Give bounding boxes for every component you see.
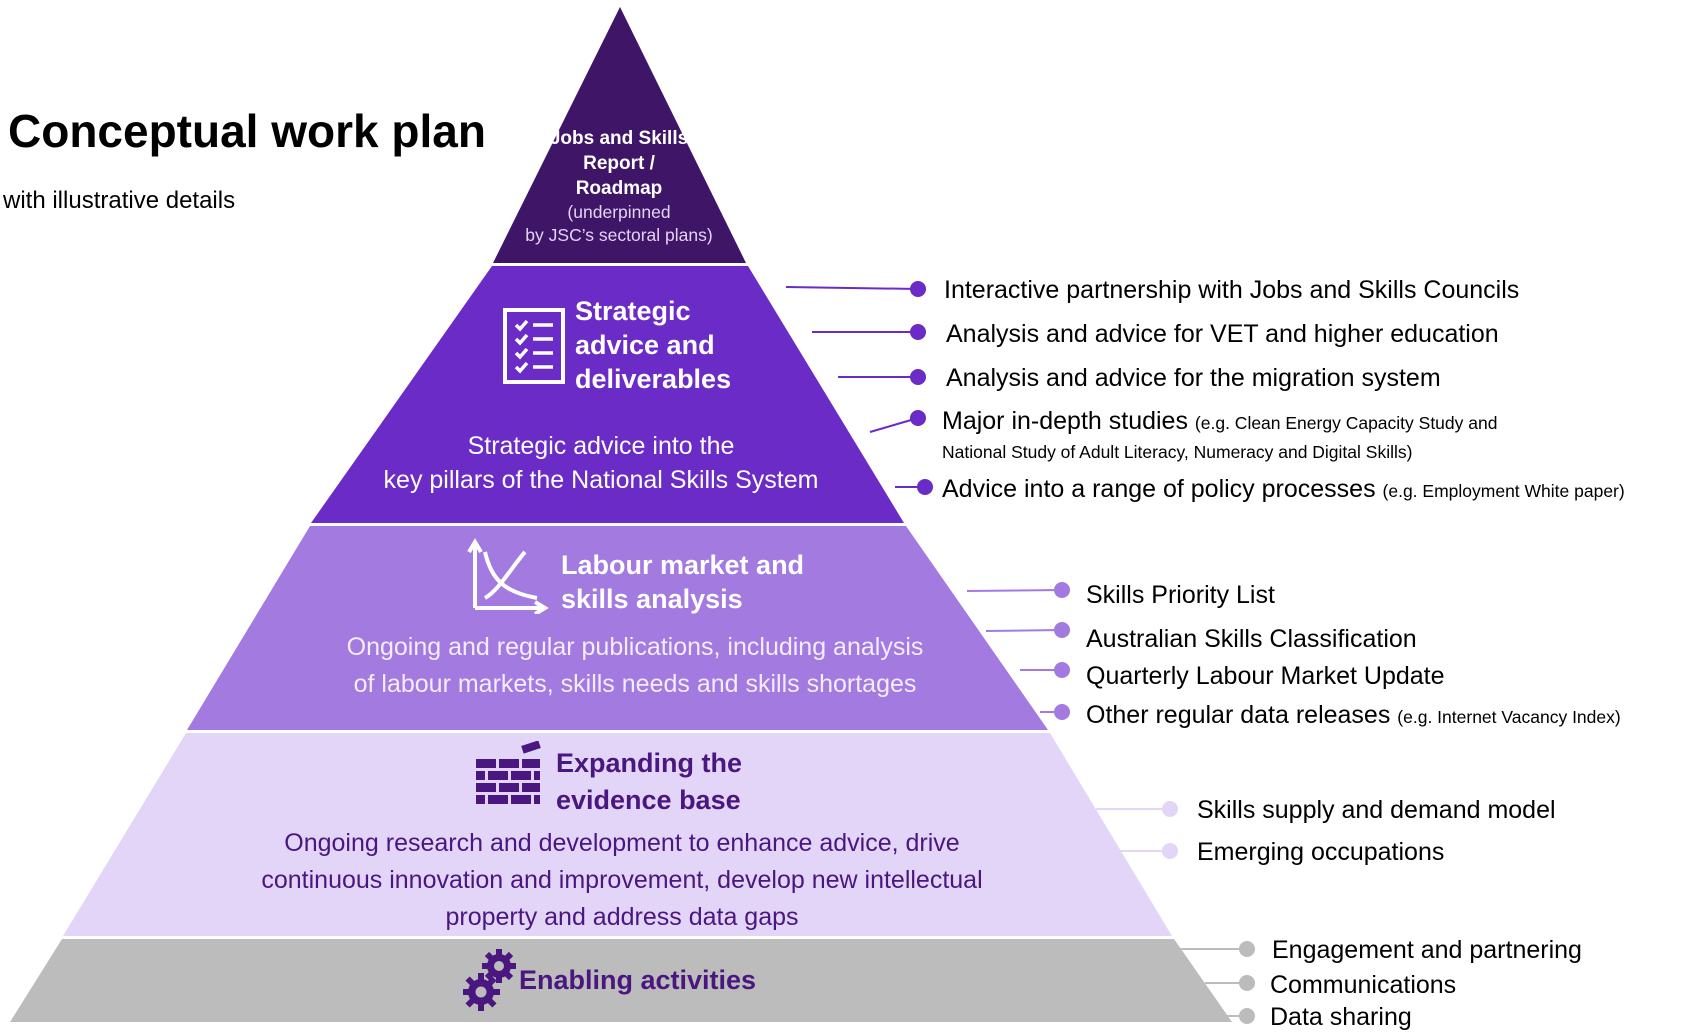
gears-icon [463,949,516,1011]
tier-evidence-heading-line: evidence base [556,785,741,815]
enabling-item-text: Communications [1270,971,1457,999]
tier-labour-body-line: Ongoing and regular publications, includ… [346,633,924,661]
tier-top-heading-line: Roadmap [575,178,663,199]
strategic-item: Analysis and advice for the migration sy… [946,363,1441,393]
evidence-item: Skills supply and demand model [1197,795,1556,825]
tier-strategic-heading-line: advice and [575,330,715,360]
labour-item: Australian Skills Classification [1086,624,1417,654]
tier-labour-body: Ongoing and regular publications, includ… [347,629,924,703]
evidence-item-text: Skills supply and demand model [1197,796,1556,824]
labour-item-text: Australian Skills Classification [1086,625,1417,653]
labour-item: Skills Priority List [1086,580,1275,610]
enabling-item: Data sharing [1270,1002,1412,1032]
strategic-item: Interactive partnership with Jobs and Sk… [944,275,1519,305]
strategic-item-text: Interactive partnership with Jobs and Sk… [944,276,1520,304]
tier-top-text: Jobs and Skills Report / Roadmap (underp… [525,126,712,247]
tier-labour-shape [187,526,1048,730]
tier-top-heading-line: Jobs and Skills [549,128,689,149]
evidence-connectors [1096,808,1170,852]
evidence-bullets [1162,801,1178,859]
strategic-item-text: Analysis and advice for VET and higher e… [946,320,1499,348]
checklist-icon [503,308,565,384]
evidence-item: Emerging occupations [1197,837,1444,867]
tier-strategic-heading-line: deliverables [575,364,732,394]
tier-strategic-body: Strategic advice into the key pillars of… [384,429,819,497]
strategic-item-note-line2: National Study of Adult Literacy, Numera… [942,442,1413,462]
tier-evidence-body-line: property and address data gaps [445,903,799,931]
labour-item: Other regular data releases (e.g. Intern… [1086,700,1621,732]
strategic-item: Analysis and advice for VET and higher e… [946,319,1499,349]
enabling-item-text: Engagement and partnering [1272,936,1582,964]
labour-item: Quarterly Labour Market Update [1086,661,1445,691]
strategic-item-note: (e.g. Employment White paper) [1382,481,1625,501]
strategic-item: Advice into a range of policy processes … [942,474,1625,506]
tier-evidence-heading: Expanding the evidence base [556,745,742,819]
enabling-bullets [1239,941,1255,1024]
labour-item-text: Quarterly Labour Market Update [1086,662,1445,690]
tier-strategic-shape [311,266,904,523]
tier-top-sub-line: (underpinned [567,202,671,222]
labour-item-note: (e.g. Internet Vacancy Index) [1397,707,1621,727]
enabling-item: Communications [1270,970,1456,1000]
brick-wall-icon [476,741,541,804]
tier-top-sub-line: by JSC’s sectoral plans) [525,225,713,245]
labour-item-text: Skills Priority List [1086,581,1275,609]
enabling-item: Engagement and partnering [1272,935,1582,965]
tier-strategic-body-line: key pillars of the National Skills Syste… [383,466,819,494]
strategic-item-note: (e.g. Clean Energy Capacity Study and [1194,413,1498,433]
tier-labour-heading: Labour market and skills analysis [561,548,804,616]
page-subtitle: with illustrative details [3,187,236,214]
tier-labour-body-line: of labour markets, skills needs and skil… [353,670,917,698]
line-chart-icon [467,538,549,614]
tier-evidence-body: Ongoing research and development to enha… [261,825,982,936]
tier-labour-heading-line: skills analysis [561,584,743,614]
strategic-item-text: Major in-depth studies [942,407,1188,435]
tier-top-heading-line: Report / [583,153,655,174]
tier-evidence-body-line: Ongoing research and development to enha… [284,829,960,857]
evidence-item-text: Emerging occupations [1197,838,1445,866]
strategic-bullets [910,281,933,495]
tier-strategic-body-line: Strategic advice into the [467,432,735,460]
page-title: Conceptual work plan [8,105,486,157]
tier-enabling-heading: Enabling activities [519,965,757,995]
tier-strategic-heading: Strategic advice and deliverables [575,294,731,396]
enabling-item-text: Data sharing [1270,1003,1412,1031]
tier-strategic-heading-line: Strategic [575,296,691,326]
tier-top-shape [493,7,746,263]
tier-enabling-shape [10,939,1232,1022]
tier-evidence-shape [63,733,1172,936]
tier-evidence-heading-line: Expanding the [556,748,743,778]
strategic-item: Major in-depth studies (e.g. Clean Energ… [942,406,1497,438]
labour-item-text: Other regular data releases [1086,701,1391,729]
strategic-item-text: Analysis and advice for the migration sy… [946,364,1441,392]
tier-evidence-body-line: continuous innovation and improvement, d… [261,866,983,894]
tier-labour-heading-line: Labour market and [561,550,805,580]
strategic-item-text: Advice into a range of policy processes [942,475,1376,503]
labour-bullets [1054,582,1070,720]
